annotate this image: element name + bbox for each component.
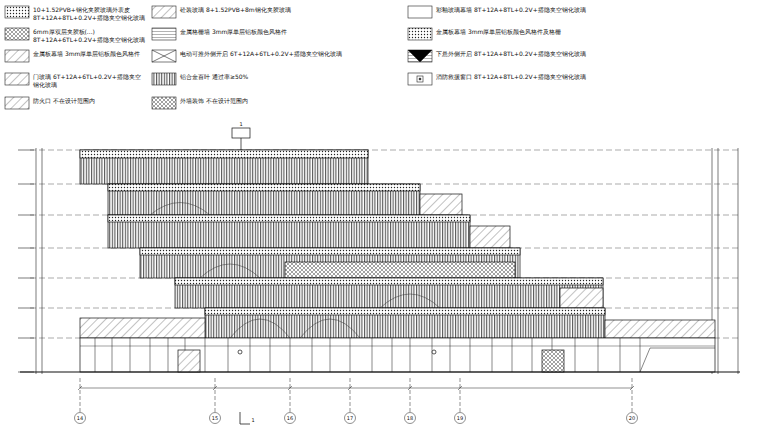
axis-number: 16 xyxy=(287,416,293,421)
axis-number: 17 xyxy=(347,416,353,421)
axis-number: 18 xyxy=(407,416,413,421)
legend-text: 6mm厚双层夹胶板(...) 8T+12A+6TL+0.2V+搭隐夹空钢化玻璃 xyxy=(33,28,145,43)
legend-text: 彩釉玻璃幕墙 8T+12A+8TL+0.2V+搭隐夹空钢化玻璃 xyxy=(436,6,636,14)
axis-number: 19 xyxy=(457,416,463,421)
axis-number: 20 xyxy=(629,416,635,421)
legend-swatches xyxy=(5,6,432,109)
legend-text: 砼装玻璃 8+1.52PVB+8m钢化夹胶玻璃 xyxy=(180,6,400,14)
legend-text: 金属格栅墙 3mm厚单层铝板颜色风格件 xyxy=(180,28,400,36)
legend-text: 消防救援窗口 8T+12A+8TL+0.2V+搭隐夹空钢化玻璃 xyxy=(436,73,636,81)
level-marks xyxy=(18,148,738,374)
legend-text: 金属板幕墙 3mm厚单层铝板颜色风格件 xyxy=(33,50,145,58)
legend-text: 门玻璃 6T+12A+6TL+0.2V+搭隐夹空钢化玻璃 xyxy=(33,73,145,88)
legend-text: 下悬外侧开启 8T+12A+8TL+0.2V+搭隐夹空钢化玻璃 xyxy=(436,50,636,58)
building-elevation xyxy=(20,128,740,372)
legend-text: 10+1.52PVB+钢化夹胶玻璃外表皮 8T+12A+8TL+0.2V+搭隐夹… xyxy=(33,6,145,21)
legend-text: 外墙装饰 不在设计范围内 xyxy=(180,97,400,105)
legend-text: 防火口 不在设计范围内 xyxy=(33,97,145,105)
legend-text: 金属板幕墙 3mm厚单层铝板颜色风格件及格栅 xyxy=(436,28,636,36)
section-mark: 1 xyxy=(239,122,242,127)
section-mark: 1 xyxy=(251,418,254,423)
dimension-line xyxy=(75,378,638,424)
legend-text: 电动可推外侧开启 6T+12A+6TL+0.2V+搭隐夹空钢化玻璃 xyxy=(180,50,400,58)
level-lines xyxy=(30,150,740,338)
axis-number: 15 xyxy=(212,416,218,421)
legend-text: 铝合金百叶 通过率≥50% xyxy=(180,73,400,81)
axis-number: 14 xyxy=(77,416,83,421)
